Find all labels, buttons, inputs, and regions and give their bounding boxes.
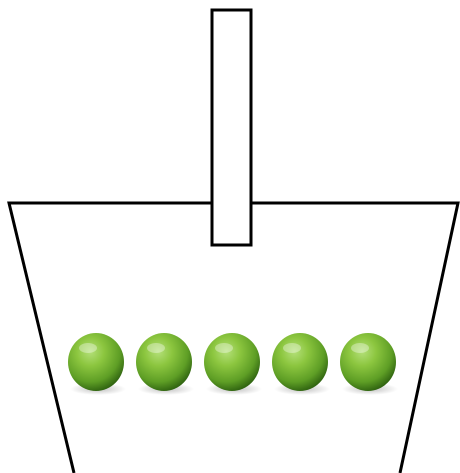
pea-highlight bbox=[79, 343, 97, 353]
stick bbox=[212, 10, 251, 245]
pea-body bbox=[136, 333, 192, 391]
stick-rect bbox=[212, 10, 251, 245]
pea-highlight bbox=[215, 343, 233, 353]
pea-highlight bbox=[283, 343, 301, 353]
pea-highlight bbox=[147, 343, 165, 353]
pea-highlight bbox=[351, 343, 369, 353]
pea-body bbox=[272, 333, 328, 391]
pea-body bbox=[204, 333, 260, 391]
pea-body bbox=[68, 333, 124, 391]
pea-body bbox=[340, 333, 396, 391]
